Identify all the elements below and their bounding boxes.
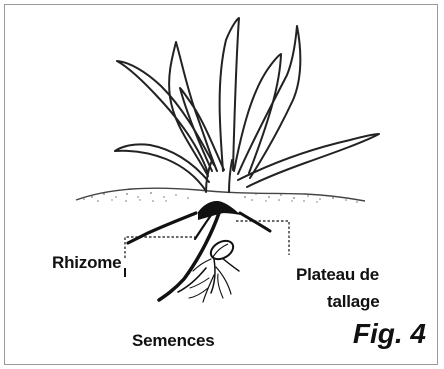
label-tallage: tallage [327, 293, 379, 310]
leaves [115, 18, 379, 192]
label-semences: Semences [132, 332, 215, 349]
soil-surface [76, 188, 365, 203]
label-rhizome: Rhizome [52, 254, 121, 271]
seed-shape [208, 237, 237, 263]
roots [128, 213, 270, 302]
figure-caption: Fig. 4 [353, 320, 426, 348]
tillering-node [198, 201, 241, 220]
label-plateau-de: Plateau de [296, 266, 379, 283]
